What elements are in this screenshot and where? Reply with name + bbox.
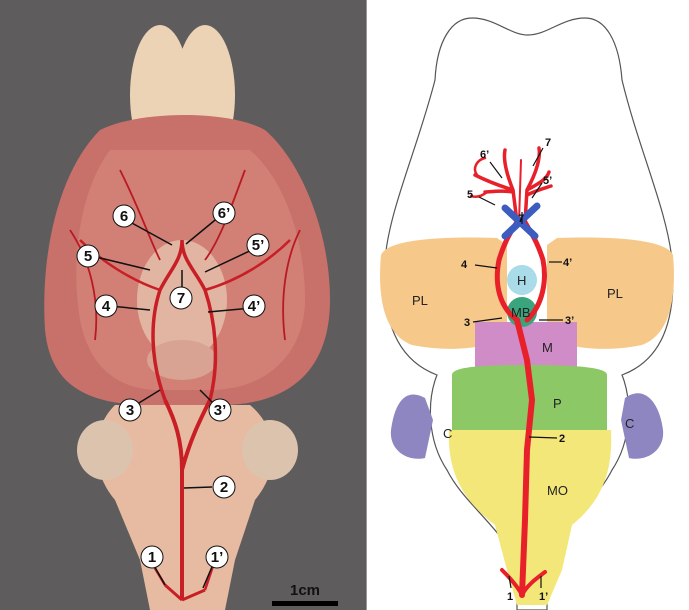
vessel-label-3-prime: 3’ [565,315,574,327]
region-label-mammillary-body: MB [511,305,531,320]
region-label-pl-right: PL [607,286,623,301]
photo-callout-3: 3 [126,402,134,419]
vessel-label-5-prime: 5’ [543,175,552,187]
brain-photo: 6 6’ 5 5’ 4 4’ 7 3 3’ 2 1 1’ 1cm [0,0,366,610]
scale-bar-label: 1cm [290,582,320,599]
vessel-label-2: 2 [559,433,565,445]
region-label-hypophysis: H [517,273,526,288]
photo-callout-7: 7 [177,290,185,307]
vessel-label-4: 4 [461,259,468,271]
vessel-label-6: 6’ [480,149,489,161]
medulla-region [449,430,611,605]
cerebellum-left [391,395,433,459]
photo-callout-5-prime: 5’ [252,237,265,254]
vessel-label-6-prime: 7 [545,137,551,149]
region-label-cerebellum-right: C [625,416,634,431]
photo-callout-6-prime: 6’ [218,205,231,222]
schematic-panel: 6’ 7 5 5’ 7 4 4’ 3 3’ 2 1 1’ PL PL H MB … [366,0,689,610]
schematic-diagram: 6’ 7 5 5’ 7 4 4’ 3 3’ 2 1 1’ PL PL H MB … [367,0,689,610]
vessel-label-5: 5 [467,189,473,201]
vessel-label-1: 1 [507,591,513,603]
region-label-pl-left: PL [412,293,428,308]
region-label-medulla: MO [547,483,568,498]
photo-callout-2: 2 [220,479,228,496]
region-label-cerebellum-left: C [443,426,452,441]
scale-bar [272,601,338,606]
photo-callout-1-prime: 1’ [211,549,224,566]
photo-callout-5: 5 [84,248,92,265]
photo-callout-4-prime: 4’ [248,298,261,315]
vessel-label-1-prime: 1’ [539,591,548,603]
vessel-label-3: 3 [464,317,470,329]
region-label-pons: P [553,396,562,411]
photo-callout-4: 4 [102,298,111,315]
vessel-label-7: 7 [518,213,524,225]
photo-callout-1: 1 [148,549,156,566]
region-label-midbrain: M [542,340,553,355]
photo-callout-3-prime: 3’ [214,402,227,419]
vessel-label-4-prime: 4’ [563,257,572,269]
brain-photo-panel: 6 6’ 5 5’ 4 4’ 7 3 3’ 2 1 1’ 1cm [0,0,366,610]
photo-callout-6: 6 [120,208,128,225]
